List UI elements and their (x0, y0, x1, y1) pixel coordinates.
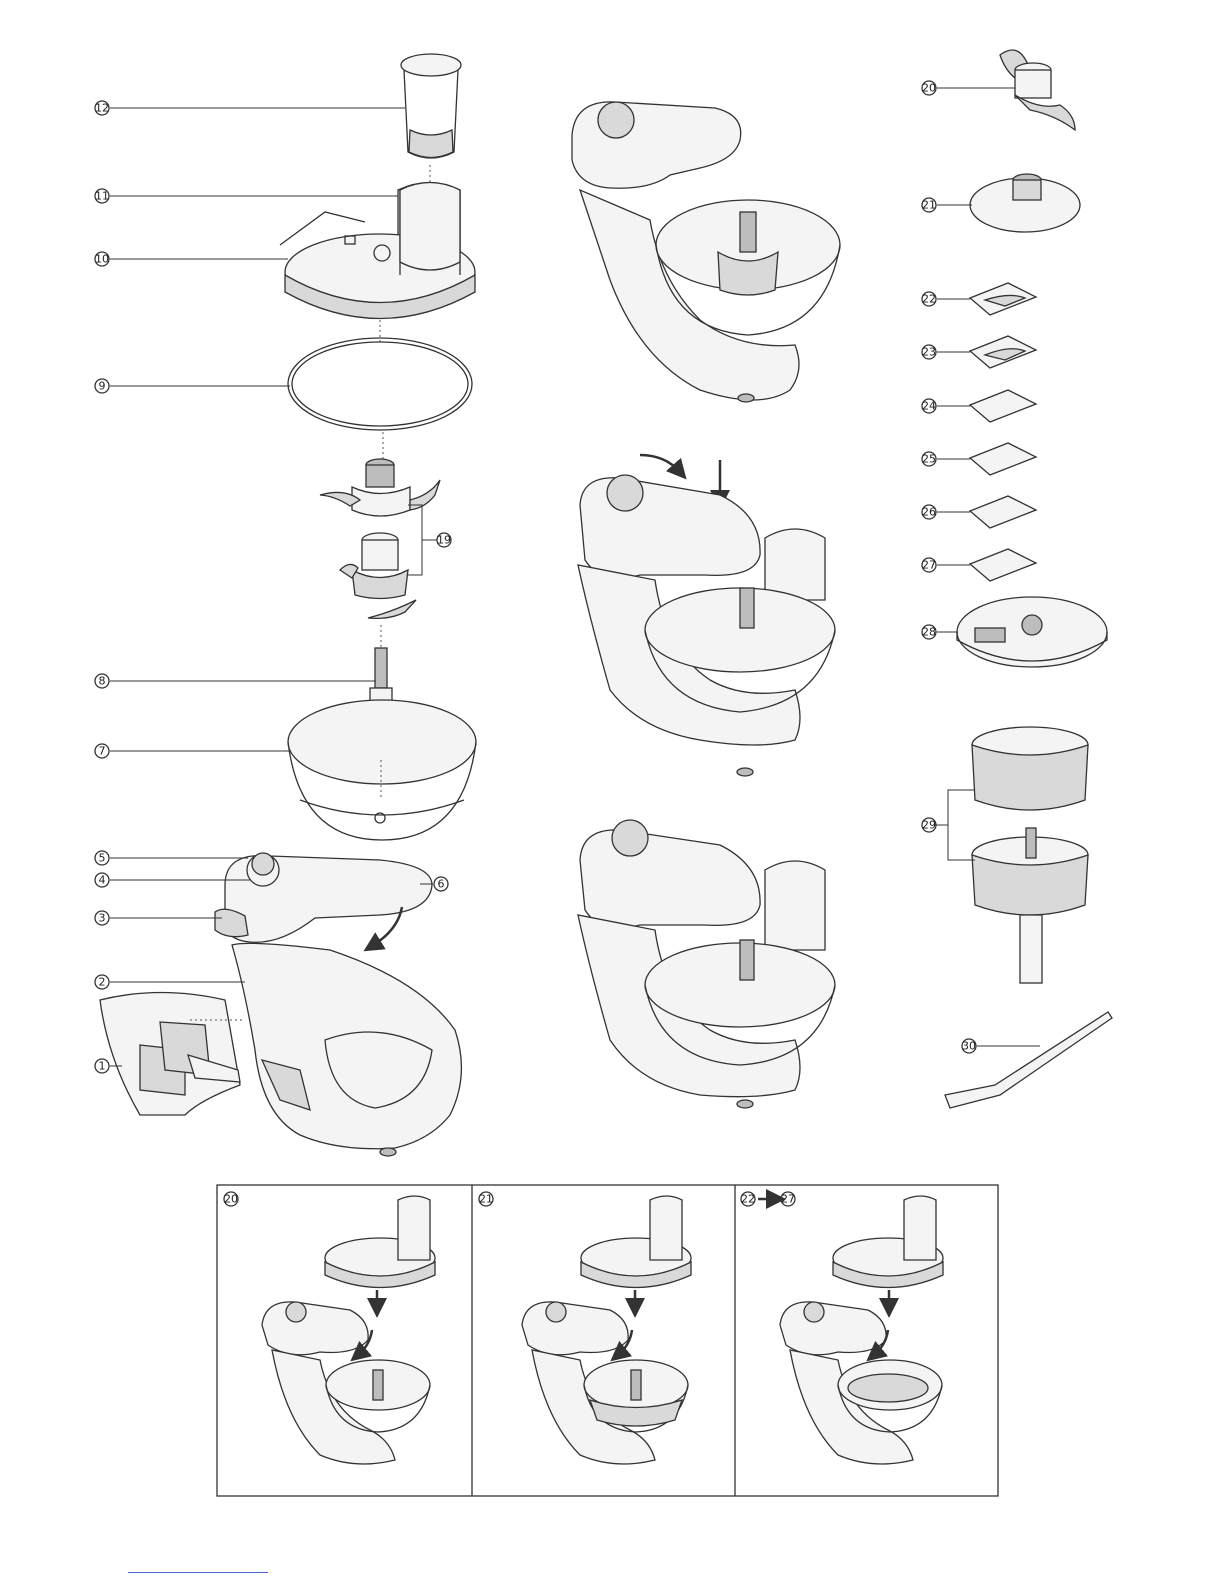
label-11: 11 (95, 189, 109, 203)
label-22: 22 (922, 292, 936, 306)
svg-text:3: 3 (99, 912, 106, 925)
svg-text:25: 25 (922, 453, 936, 466)
svg-text:19: 19 (437, 534, 451, 547)
label-3: 3 (95, 911, 109, 925)
assembly-step-1 (572, 102, 840, 402)
label-30: 30 (962, 1039, 976, 1053)
label-5: 5 (95, 851, 109, 865)
svg-text:11: 11 (95, 190, 109, 203)
svg-text:22: 22 (741, 1193, 755, 1206)
svg-text:9: 9 (99, 380, 106, 393)
svg-text:29: 29 (922, 819, 936, 832)
label-26: 26 (922, 505, 936, 519)
footer-rule (128, 1572, 268, 1573)
svg-text:22: 22 (922, 293, 936, 306)
svg-text:30: 30 (962, 1040, 976, 1053)
svg-text:10: 10 (95, 253, 109, 266)
seal-ring-drawing (288, 338, 472, 430)
svg-text:21: 21 (479, 1193, 493, 1206)
svg-text:1: 1 (99, 1060, 106, 1073)
disc-holder-drawing (957, 597, 1107, 667)
assembly-step-3 (578, 820, 835, 1108)
svg-text:8: 8 (99, 675, 106, 688)
label-2: 2 (95, 975, 109, 989)
svg-text:12: 12 (95, 102, 109, 115)
label-12: 12 (95, 101, 109, 115)
svg-text:7: 7 (99, 745, 106, 758)
disc-storage-drawing (100, 993, 240, 1116)
juicer-basket-drawing (972, 727, 1088, 983)
label-4: 4 (95, 873, 109, 887)
pusher-drawing (401, 54, 461, 158)
bottom-panels: 20 21 (217, 1185, 998, 1496)
label-20: 20 (922, 81, 936, 95)
panel-21: 21 (479, 1192, 691, 1464)
exploded-view-left (100, 54, 476, 1156)
label-29: 29 (922, 818, 936, 832)
svg-text:4: 4 (99, 874, 106, 887)
svg-text:27: 27 (781, 1193, 795, 1206)
svg-text:23: 23 (922, 346, 936, 359)
bowl-drawing (288, 700, 476, 840)
label-10: 10 (95, 252, 109, 266)
svg-text:27: 27 (922, 559, 936, 572)
blade-inserts-drawing (970, 283, 1036, 581)
chopping-blade-drawing (1000, 50, 1075, 130)
svg-text:21: 21 (922, 199, 936, 212)
svg-text:5: 5 (99, 852, 106, 865)
svg-text:26: 26 (922, 506, 936, 519)
label-21: 21 (922, 198, 936, 212)
svg-text:20: 20 (224, 1193, 238, 1206)
svg-text:2: 2 (99, 976, 106, 989)
label-23: 23 (922, 345, 936, 359)
accessories-right (935, 50, 1112, 1108)
label-8: 8 (95, 674, 109, 688)
label-25: 25 (922, 452, 936, 466)
svg-text:6: 6 (438, 878, 445, 891)
panel-22-27: 22 27 (741, 1192, 943, 1464)
lid-drawing (280, 183, 475, 319)
panel-20: 20 (224, 1192, 435, 1464)
label-19: 19 (437, 533, 451, 547)
label-28: 28 (922, 625, 936, 639)
label-6: 6 (434, 877, 448, 891)
label-7: 7 (95, 744, 109, 758)
label-1: 1 (95, 1059, 109, 1073)
mixer-base-drawing (215, 853, 461, 1156)
assembly-step-2 (578, 455, 835, 776)
svg-text:28: 28 (922, 626, 936, 639)
spatula-drawing (945, 1012, 1112, 1108)
grating-disc-drawing (970, 174, 1080, 232)
svg-text:20: 20 (922, 82, 936, 95)
label-27: 27 (922, 558, 936, 572)
svg-text:24: 24 (922, 400, 936, 413)
label-9: 9 (95, 379, 109, 393)
label-24: 24 (922, 399, 936, 413)
